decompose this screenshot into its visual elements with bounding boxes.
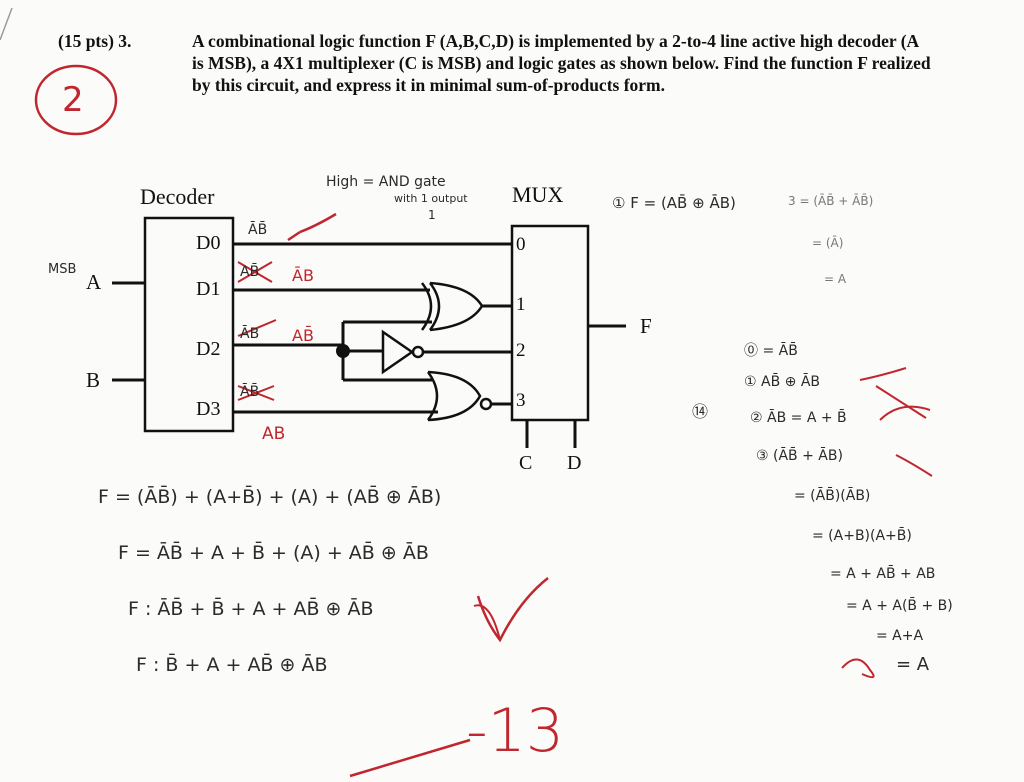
side-note-7: ② ĀB = A + B̄ bbox=[750, 410, 847, 426]
side-note-11: = A + AB̄ + AB bbox=[830, 566, 936, 582]
side-note-9: = (ĀB̄)(ĀB) bbox=[794, 488, 871, 504]
side-note-1: ① F = (AB̄ ⊕ ĀB) bbox=[612, 194, 736, 212]
d1-term: ĀB bbox=[292, 266, 314, 285]
output-f: F bbox=[640, 314, 652, 338]
d2-struck: ĀB bbox=[240, 326, 260, 342]
decoder-box bbox=[143, 216, 235, 433]
msb-note: MSB bbox=[48, 262, 77, 277]
mux-input-3: 3 bbox=[516, 390, 526, 411]
decoder-title: Decoder bbox=[140, 184, 215, 209]
mux-input-0: 0 bbox=[516, 234, 526, 255]
decoder-output-d3: D3 bbox=[196, 398, 221, 420]
mux-box bbox=[510, 224, 590, 422]
equation-line-2: F = ĀB̄ + A + B̄ + (A) + AB̄ ⊕ ĀB bbox=[118, 542, 429, 564]
input-b: B bbox=[86, 368, 101, 392]
d2-term: AB̄ bbox=[292, 326, 314, 345]
side-note-2: 3 = (ĀB̄ + ĀB̄) bbox=[788, 194, 874, 208]
side-note-10: = (A+B)(A+B̄) bbox=[812, 528, 912, 544]
side-note-8: ③ (ĀB̄ + ĀB) bbox=[756, 448, 843, 464]
circled-small-mark: ⑭ bbox=[692, 402, 709, 421]
side-note-6: ① AB̄ ⊕ ĀB bbox=[744, 374, 820, 390]
note-sub: with 1 output bbox=[394, 192, 468, 205]
mux-title: MUX bbox=[512, 182, 564, 207]
problem-points: (15 pts) 3. bbox=[58, 31, 132, 51]
side-note-12: = A + A(B̄ + B) bbox=[846, 598, 953, 614]
side-note-13: = A+A bbox=[876, 628, 924, 644]
d3-struck: ĀB̄ bbox=[240, 384, 260, 400]
side-note-5: ⓪ = ĀB̄ bbox=[744, 343, 798, 359]
mux-input-1: 1 bbox=[516, 294, 526, 315]
side-note-14: = A bbox=[896, 654, 930, 675]
grade-circle bbox=[34, 64, 118, 136]
side-note-4: = A bbox=[824, 272, 847, 286]
decoder-output-d1: D1 bbox=[196, 278, 221, 300]
decoder-output-d2: D2 bbox=[196, 338, 221, 360]
note-top: High = AND gate bbox=[326, 174, 446, 190]
equation-line-4: F : B̄ + A + AB̄ ⊕ ĀB bbox=[136, 654, 328, 676]
decoder-output-d0: D0 bbox=[196, 232, 221, 254]
not-gate bbox=[381, 329, 415, 375]
d3-term: AB bbox=[262, 424, 286, 444]
equation-line-1: F = (ĀB̄) + (A+B̄) + (A) + (AB̄ ⊕ ĀB) bbox=[98, 486, 442, 508]
score-deduction: -13 bbox=[466, 696, 564, 766]
select-c: C bbox=[519, 452, 533, 474]
nor-gate bbox=[426, 370, 493, 422]
note-sub2: 1 bbox=[428, 208, 436, 222]
side-note-3: = (Ā) bbox=[812, 236, 844, 250]
select-d: D bbox=[567, 452, 582, 474]
equation-line-3: F : ĀB̄ + B̄ + A + AB̄ ⊕ ĀB bbox=[128, 598, 374, 620]
mux-input-2: 2 bbox=[516, 340, 526, 361]
d0-term: ĀB̄ bbox=[248, 222, 268, 238]
d1-struck: AB̄ bbox=[240, 264, 260, 280]
problem-text: A combinational logic function F (A,B,C,… bbox=[192, 31, 931, 95]
grade-number: 2 bbox=[62, 80, 84, 120]
input-a: A bbox=[86, 270, 102, 294]
